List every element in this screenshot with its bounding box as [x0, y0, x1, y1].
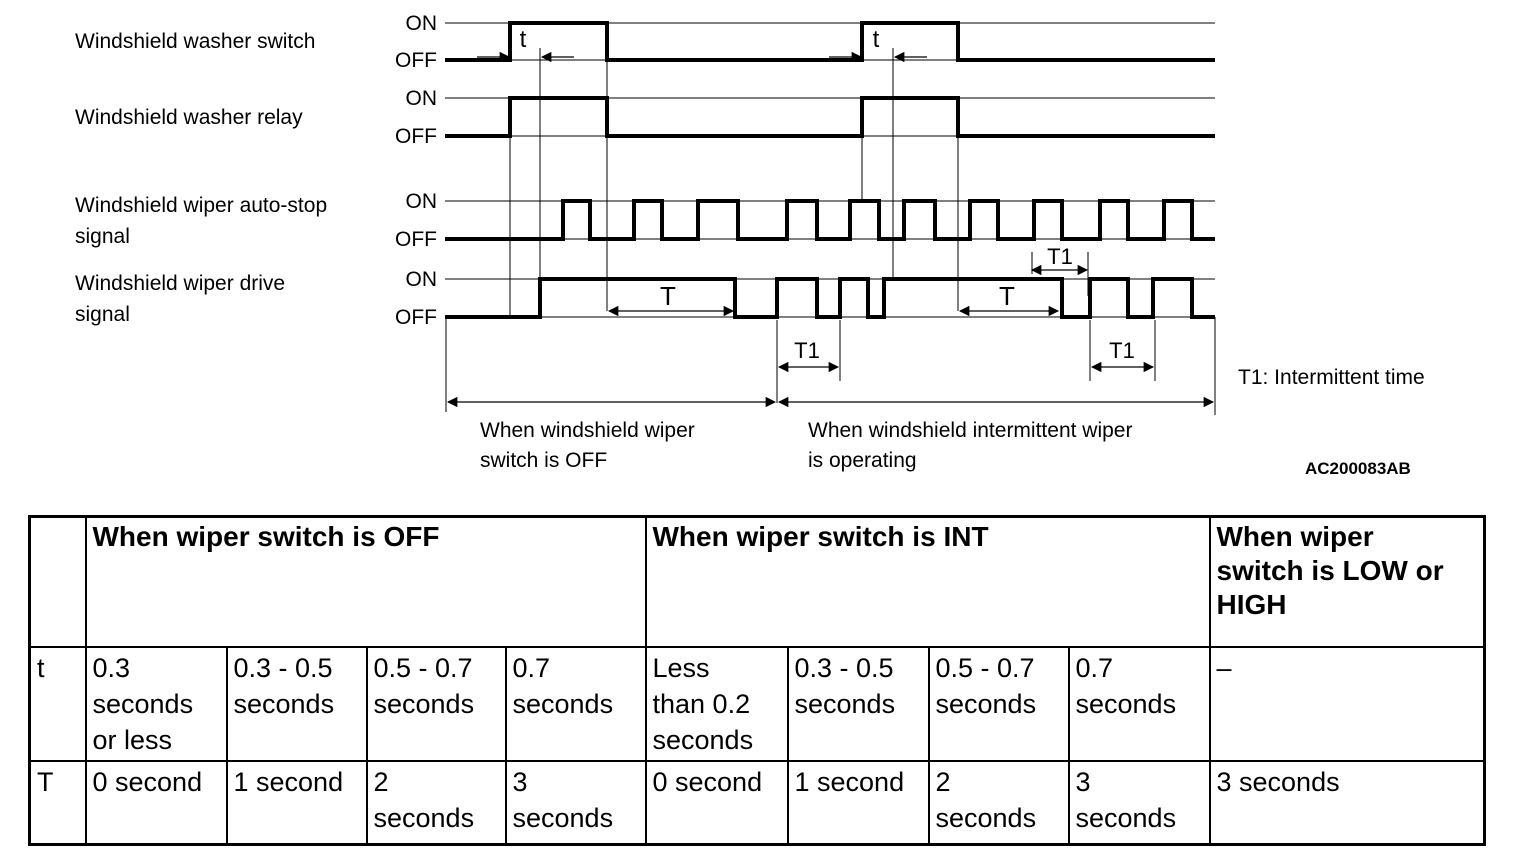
level-label: ON: [406, 12, 438, 35]
table-header-cell: When wiper switch is INT: [644, 515, 1211, 648]
wiper-drive-waveform: [445, 277, 1215, 319]
table-cell: 1 second: [225, 759, 368, 846]
table-cell: –: [1208, 645, 1486, 762]
table-cell: 1 second: [786, 759, 930, 846]
washer-switch-waveform: [445, 21, 1215, 62]
caption-intermittent-operating: When windshield intermittent wiper is op…: [808, 416, 1132, 476]
wiper-auto-stop-waveform: [445, 199, 1215, 241]
level-label: ON: [406, 190, 438, 213]
level-label: OFF: [395, 49, 437, 72]
caption-wiper-switch-off: When windshield wiper switch is OFF: [480, 416, 695, 476]
table-row-label: t: [28, 645, 87, 762]
table-cell: 3 seconds: [1067, 759, 1211, 846]
signal-label: Windshield washer switch: [75, 30, 315, 53]
level-label: ON: [406, 268, 438, 291]
signal-label: Windshield wiper drive: [75, 272, 285, 295]
table-header-cell: When wiper switch is LOW or HIGH: [1208, 515, 1486, 648]
level-label: ON: [406, 87, 438, 110]
dim-label-t: t: [873, 26, 880, 53]
caption-line: switch is OFF: [480, 449, 608, 472]
dim-label-T1: T1: [1047, 244, 1073, 269]
table-cell: 0.7 seconds: [1067, 645, 1211, 762]
table-cell: 0 second: [84, 759, 228, 846]
signal-label: signal: [75, 225, 130, 248]
table-row-label: T: [28, 759, 87, 846]
table-header-cell: [28, 515, 87, 648]
figure-code: AC200083AB: [1305, 459, 1411, 478]
dim-label-T1: T1: [1109, 338, 1135, 363]
level-label: OFF: [395, 306, 437, 329]
caption-line: When windshield intermittent wiper: [808, 419, 1133, 442]
caption-line: is operating: [808, 449, 917, 472]
table-cell: 0.3 - 0.5 seconds: [786, 645, 930, 762]
caption-line: When windshield wiper: [480, 419, 695, 442]
table-cell: 0.5 - 0.7 seconds: [927, 645, 1070, 762]
dim-label-T1: T1: [794, 338, 820, 363]
t1-intermittent-time-note: T1: Intermittent time: [1238, 366, 1425, 389]
table-cell: 2 seconds: [927, 759, 1070, 846]
table-cell: 0.3 seconds or less: [84, 645, 228, 762]
washer-relay-waveform: [445, 96, 1215, 138]
signal-label: Windshield washer relay: [75, 106, 303, 129]
signal-label: Windshield wiper auto-stop: [75, 194, 327, 217]
table-cell: 0.5 - 0.7 seconds: [365, 645, 507, 762]
table-cell: 3 seconds: [1208, 759, 1486, 846]
table-cell: 0.3 - 0.5 seconds: [225, 645, 368, 762]
table-cell: 2 seconds: [365, 759, 507, 846]
table-cell: 0.7 seconds: [504, 645, 647, 762]
table-header-cell: When wiper switch is OFF: [84, 515, 647, 648]
level-label: OFF: [395, 228, 437, 251]
level-label: OFF: [395, 125, 437, 148]
signal-label: signal: [75, 303, 130, 326]
table-cell: 3 seconds: [504, 759, 647, 846]
dim-label-t: t: [520, 26, 527, 53]
dim-label-T: T: [999, 281, 1015, 311]
dim-label-T: T: [660, 281, 676, 311]
table-cell: Less than 0.2 seconds: [644, 645, 789, 762]
table-cell: 0 second: [644, 759, 789, 846]
